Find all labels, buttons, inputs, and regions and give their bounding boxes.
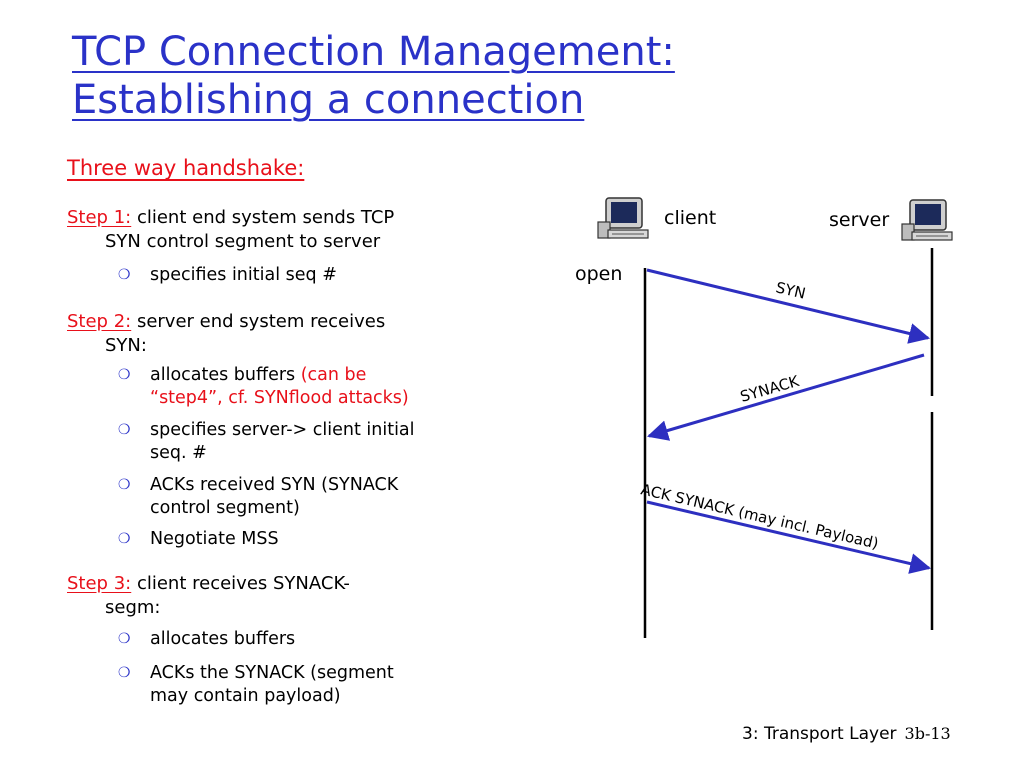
- syn-label: SYN: [774, 278, 807, 302]
- slide-title: TCP Connection Management: Establishing …: [72, 28, 832, 124]
- bullet-icon: ❍: [118, 477, 131, 493]
- step-2-bullet-1: ❍ allocates buffers (can be“step4”, cf. …: [118, 365, 409, 408]
- bullet-icon: ❍: [118, 631, 131, 647]
- slide-title-line-2: Establishing a connection: [72, 77, 585, 123]
- bullet-icon: ❍: [118, 422, 131, 438]
- step-2: Step 2: server end system receives SYN:: [67, 310, 487, 358]
- step-2-label: Step 2:: [67, 311, 132, 332]
- step-2-text-line-2: SYN:: [105, 335, 147, 356]
- slide-footer: 3: Transport Layer 3b-13: [742, 724, 951, 744]
- step-1-bullet-1: ❍ specifies initial seq #: [118, 265, 337, 285]
- section-heading: Three way handshake:: [67, 156, 305, 180]
- ack-label: ACK SYNACK (may incl. Payload): [639, 480, 880, 552]
- bullet-icon: ❍: [118, 367, 131, 383]
- step-3-text-line-1: client receives SYNACK-: [131, 573, 350, 594]
- open-label: open: [575, 263, 622, 285]
- footer-chapter: 3: Transport Layer: [742, 724, 897, 744]
- step-3-label: Step 3:: [67, 573, 132, 594]
- step-2-text-line-1: server end system receives: [131, 311, 386, 332]
- slide-title-line-1: TCP Connection Management:: [72, 29, 675, 75]
- bullet-icon: ❍: [118, 267, 131, 283]
- bullet-icon: ❍: [118, 531, 131, 547]
- bullet-icon: ❍: [118, 665, 131, 681]
- server-label: server: [829, 209, 889, 231]
- page-number: 3b-13: [904, 724, 951, 743]
- step-1-label: Step 1:: [67, 207, 132, 228]
- step-3-bullet-1: ❍ allocates buffers: [118, 629, 296, 649]
- synflood-note: (can be: [300, 365, 367, 385]
- step-2-bullet-4: ❍ Negotiate MSS: [118, 529, 279, 549]
- step-3: Step 3: client receives SYNACK- segm:: [67, 572, 487, 620]
- client-label: client: [664, 207, 716, 229]
- step-3-text-line-2: segm:: [105, 597, 161, 618]
- step-1: Step 1: client end system sends TCP SYN …: [67, 206, 487, 254]
- server-computer-icon: [901, 199, 953, 241]
- synack-arrow: [646, 353, 925, 441]
- ack-arrow: [646, 500, 932, 574]
- synflood-note-line-2: “step4”, cf. SYNflood attacks): [150, 388, 409, 408]
- syn-arrow: [646, 268, 931, 344]
- step-1-text-line-2: SYN control segment to server: [105, 231, 381, 252]
- client-computer-icon: [597, 197, 649, 239]
- step-1-text-line-1: client end system sends TCP: [131, 207, 395, 228]
